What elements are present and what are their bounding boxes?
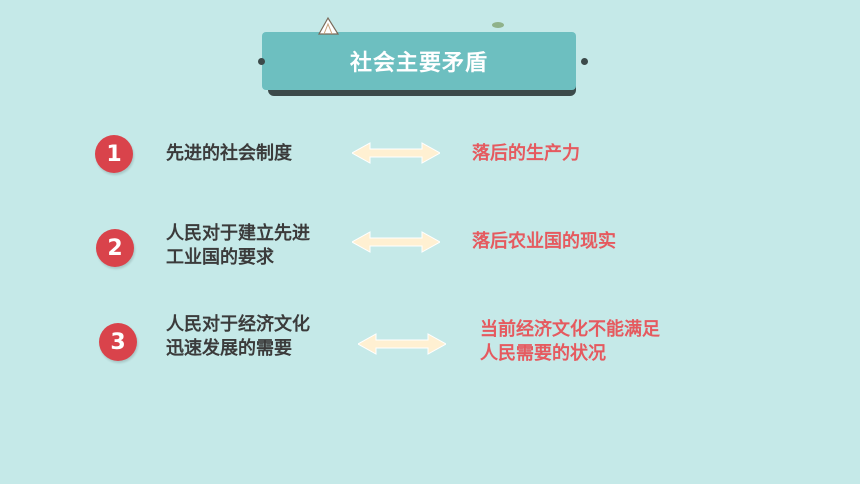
row-1-right-text: 落后的生产力: [472, 142, 580, 166]
row-1-left-text: 先进的社会制度: [166, 142, 292, 166]
row-2-right-line-1: 落后农业国的现实: [472, 231, 616, 252]
banner-dot-right: [581, 58, 588, 65]
row-2-left-line-2: 工业国的要求: [166, 247, 274, 268]
leaf-icon: [492, 22, 504, 28]
row-3-left-line-2: 迅速发展的需要: [166, 338, 292, 359]
double-arrow-icon: [358, 333, 446, 355]
number-badge-3: 3: [99, 323, 137, 361]
row-2-left-text: 人民对于建立先进 工业国的要求: [166, 222, 310, 270]
doodle-icon: [317, 16, 340, 35]
row-1-left-line-1: 先进的社会制度: [166, 143, 292, 164]
row-3-right-line-2: 人民需要的状况: [480, 343, 606, 364]
row-2-left-line-1: 人民对于建立先进: [166, 223, 310, 244]
row-1-right-line-1: 落后的生产力: [472, 143, 580, 164]
page-title: 社会主要矛盾: [349, 51, 488, 76]
row-3-right-text: 当前经济文化不能满足 人民需要的状况: [480, 318, 660, 366]
number-badge-2: 2: [96, 229, 134, 267]
banner-plate: 社会主要矛盾: [262, 32, 576, 90]
row-2-right-text: 落后农业国的现实: [472, 230, 616, 254]
row-3-right-line-1: 当前经济文化不能满足: [480, 319, 660, 340]
number-badge-1: 1: [95, 135, 133, 173]
row-3-left-text: 人民对于经济文化 迅速发展的需要: [166, 313, 310, 361]
banner-dot-left: [258, 58, 265, 65]
title-banner: 社会主要矛盾: [258, 28, 588, 104]
row-3-left-line-1: 人民对于经济文化: [166, 314, 310, 335]
double-arrow-icon: [352, 231, 440, 253]
double-arrow-icon: [352, 142, 440, 164]
